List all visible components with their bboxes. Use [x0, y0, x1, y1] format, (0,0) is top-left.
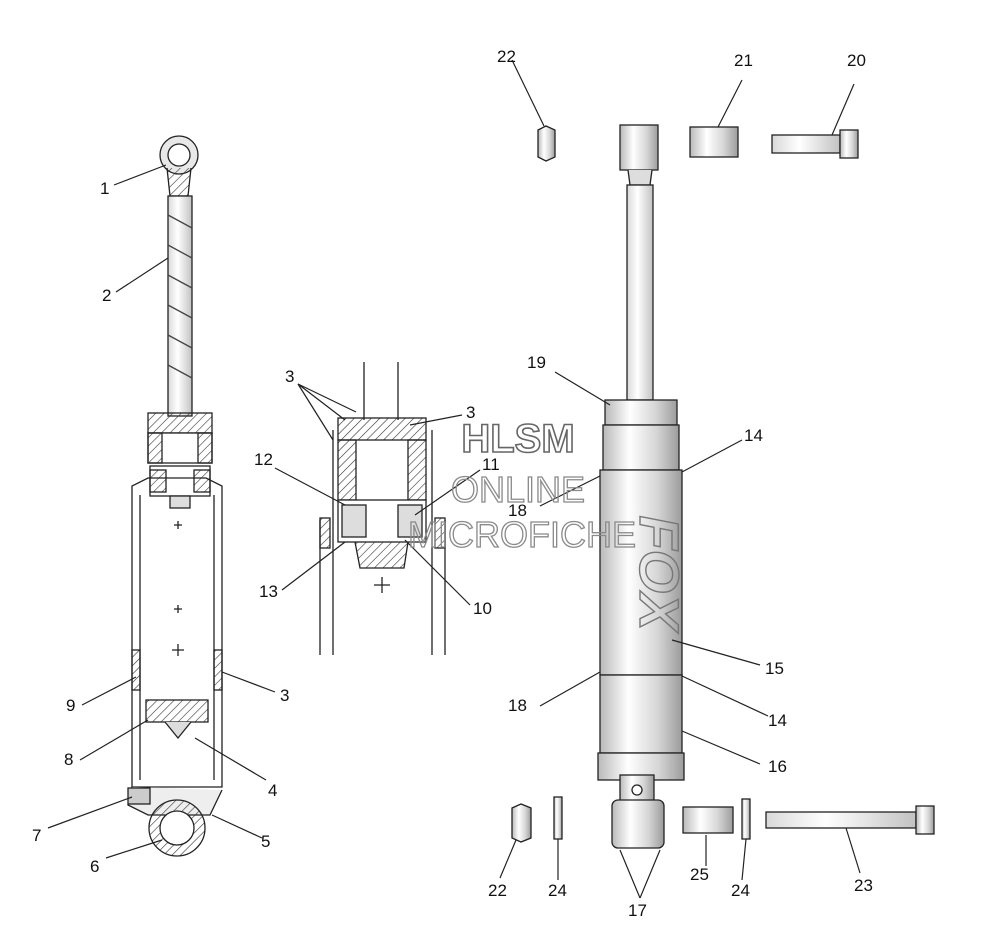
callout-10: 10 [473, 599, 492, 618]
callout-24-left: 24 [548, 881, 567, 900]
callout-1: 1 [100, 179, 109, 198]
watermark-line-3: MICROFICHE [408, 514, 636, 555]
callout-15: 15 [765, 659, 784, 678]
callout-18-lower: 18 [508, 696, 527, 715]
callout-21: 21 [734, 51, 753, 70]
watermark-line-2: ONLINE [451, 469, 585, 510]
callout-4: 4 [268, 781, 277, 800]
callout-8: 8 [64, 750, 73, 769]
watermark: HLSM ONLINE MICROFICHE [407, 416, 636, 555]
callout-18-upper: 18 [508, 501, 527, 520]
callout-5: 5 [261, 832, 270, 851]
callout-20: 20 [847, 51, 866, 70]
callout-9: 9 [66, 696, 75, 715]
left-shock-cutaway [127, 135, 223, 857]
callout-17: 17 [628, 901, 647, 920]
hardware-parts [511, 125, 935, 843]
callout-7: 7 [32, 826, 41, 845]
callout-22-top: 22 [497, 47, 516, 66]
callout-12: 12 [254, 450, 273, 469]
leader-lines [47, 59, 861, 899]
callout-14-upper: 14 [744, 426, 763, 445]
callout-24-right: 24 [731, 881, 750, 900]
callout-3-body: 3 [280, 686, 289, 705]
fox-brand-mark: FOX [628, 515, 691, 634]
callout-16: 16 [768, 757, 787, 776]
callout-25: 25 [690, 865, 709, 884]
right-shock-assembly: FOX [597, 124, 692, 849]
watermark-line-1: HLSM [461, 417, 574, 461]
piston-detail-view [319, 362, 446, 655]
callout-3-detail-right: 3 [466, 403, 475, 422]
callout-6: 6 [90, 857, 99, 876]
callout-11: 11 [482, 455, 500, 474]
callout-23: 23 [854, 876, 873, 895]
callout-14-lower: 14 [768, 711, 787, 730]
callout-2: 2 [102, 286, 111, 305]
callout-13: 13 [259, 582, 278, 601]
callout-labels: 1 2 3 3 3 4 5 6 7 8 9 10 11 12 13 14 14 … [32, 47, 873, 920]
callout-19: 19 [527, 353, 546, 372]
callout-3-detail: 3 [285, 367, 294, 386]
callout-22-bottom: 22 [488, 881, 507, 900]
